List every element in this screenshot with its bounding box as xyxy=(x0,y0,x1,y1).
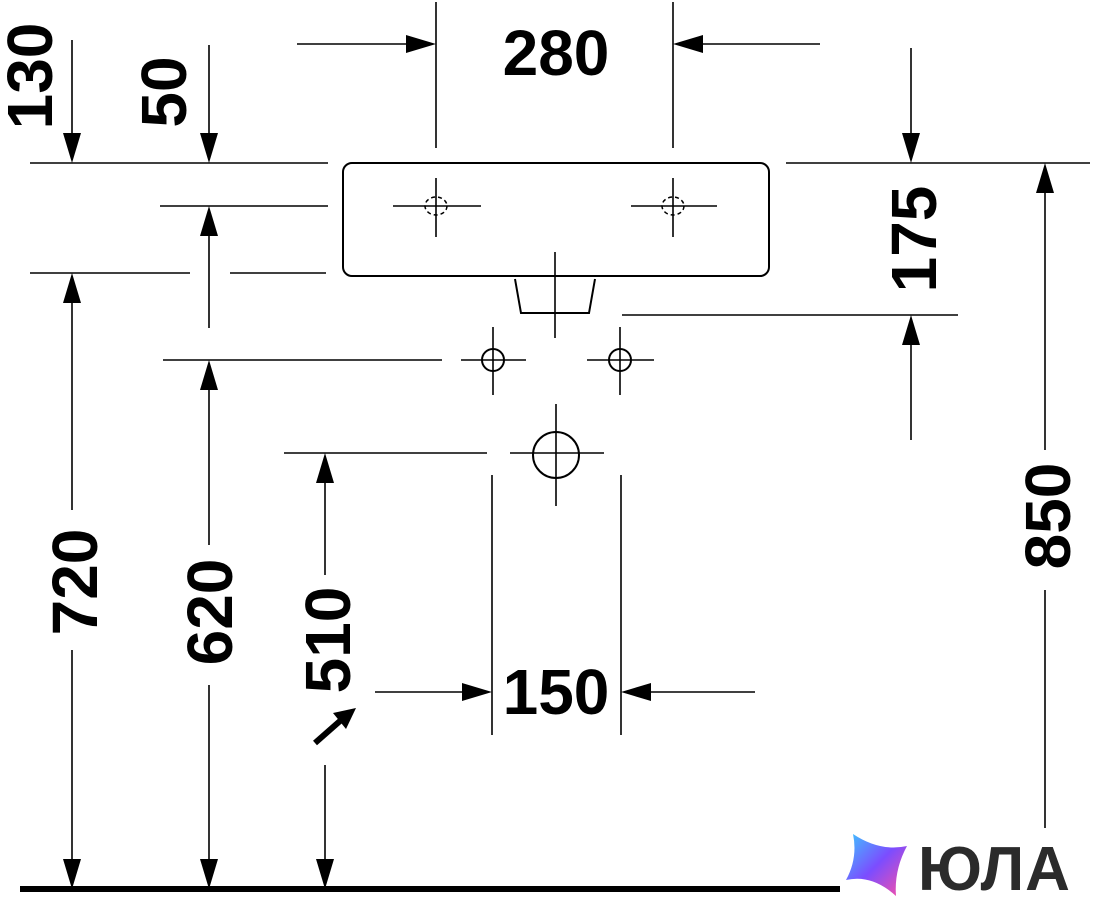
dim-510: 510 xyxy=(292,453,364,889)
dim-620-label: 620 xyxy=(174,559,246,666)
tap-hole-left xyxy=(393,178,481,237)
water-connection-right xyxy=(587,327,654,395)
dim-130: 130 xyxy=(0,23,81,163)
dim-280-label: 280 xyxy=(503,17,610,89)
dim-510-label: 510 xyxy=(292,587,364,694)
yula-logo-text: ЮЛА xyxy=(918,835,1071,898)
dim-150: 150 xyxy=(375,475,755,735)
dim-620: 620 xyxy=(174,360,246,889)
dim-850: 850 xyxy=(1012,163,1084,828)
dim-150-label: 150 xyxy=(503,656,610,728)
dim-720-label: 720 xyxy=(39,529,111,636)
dim-175-label: 175 xyxy=(878,186,950,293)
drain-outlet xyxy=(514,252,596,338)
dim-850-label: 850 xyxy=(1012,463,1084,570)
water-connection-left xyxy=(461,327,526,395)
yula-logo: ЮЛА xyxy=(846,834,1071,898)
dim-280: 280 xyxy=(297,2,820,148)
waste-connection xyxy=(510,404,604,506)
dim-50-label: 50 xyxy=(128,56,200,127)
yula-logo-icon xyxy=(846,834,907,896)
dim-50: 50 xyxy=(128,45,218,328)
tap-hole-right xyxy=(631,178,717,237)
callout-arrow xyxy=(313,708,356,746)
dim-720: 720 xyxy=(39,273,111,889)
basin-outline xyxy=(342,162,770,277)
dim-175: 175 xyxy=(878,48,950,440)
dim-130-label: 130 xyxy=(0,23,66,130)
